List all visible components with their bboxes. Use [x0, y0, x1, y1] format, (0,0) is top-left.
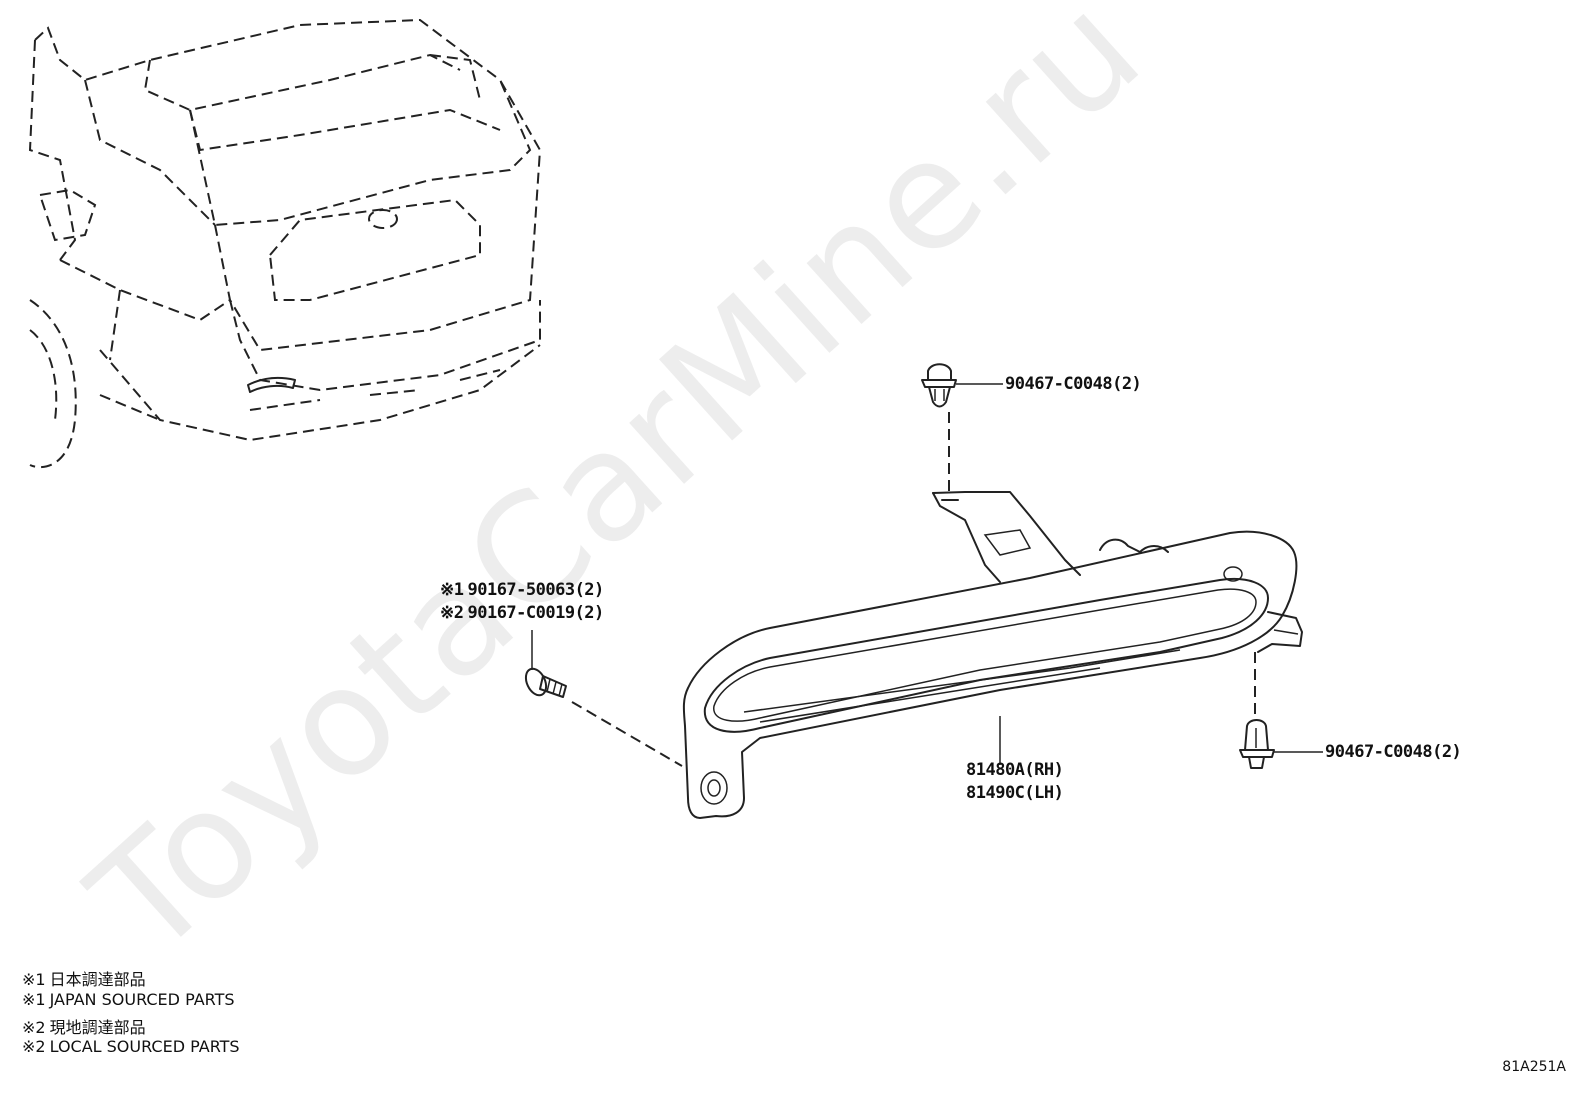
footnote-mark: ※2: [22, 1018, 46, 1037]
diagram-code: 81A251A: [1502, 1059, 1566, 1075]
part-number-screw-japan: 90167-50063(2): [467, 580, 604, 600]
footnote-mark: ※1: [22, 970, 46, 989]
screw-guide-line: [571, 701, 683, 767]
vehicle-rear-outline: [28, 18, 541, 469]
footnote-text: 現地調達部品: [49, 1018, 146, 1037]
reflector-location-mark: [247, 376, 296, 393]
callout-lamp-rh: 81480A(RH): [966, 760, 1064, 780]
footnote-mark: ※2: [22, 1037, 46, 1056]
footnote-text: 日本調達部品: [49, 970, 146, 989]
footnote-text: JAPAN SOURCED PARTS: [49, 990, 235, 1009]
footnote-text: LOCAL SOURCED PARTS: [49, 1037, 240, 1056]
clip-top-icon: [921, 363, 957, 408]
clip-bottom-icon: [1239, 719, 1275, 769]
callout-clip-top: 90467-C0048(2): [1005, 374, 1142, 394]
note-mark-2: ※2: [440, 603, 464, 623]
note-mark-1: ※1: [440, 580, 464, 600]
reflector-lamp-drawing: [682, 491, 1303, 819]
part-number-screw-local: 90167-C0019(2): [467, 603, 604, 623]
footnote-mark: ※1: [22, 990, 46, 1009]
callout-lamp-lh: 81490C(LH): [966, 783, 1064, 803]
screw-icon: [524, 667, 567, 698]
callout-clip-bottom: 90467-C0048(2): [1325, 742, 1462, 762]
